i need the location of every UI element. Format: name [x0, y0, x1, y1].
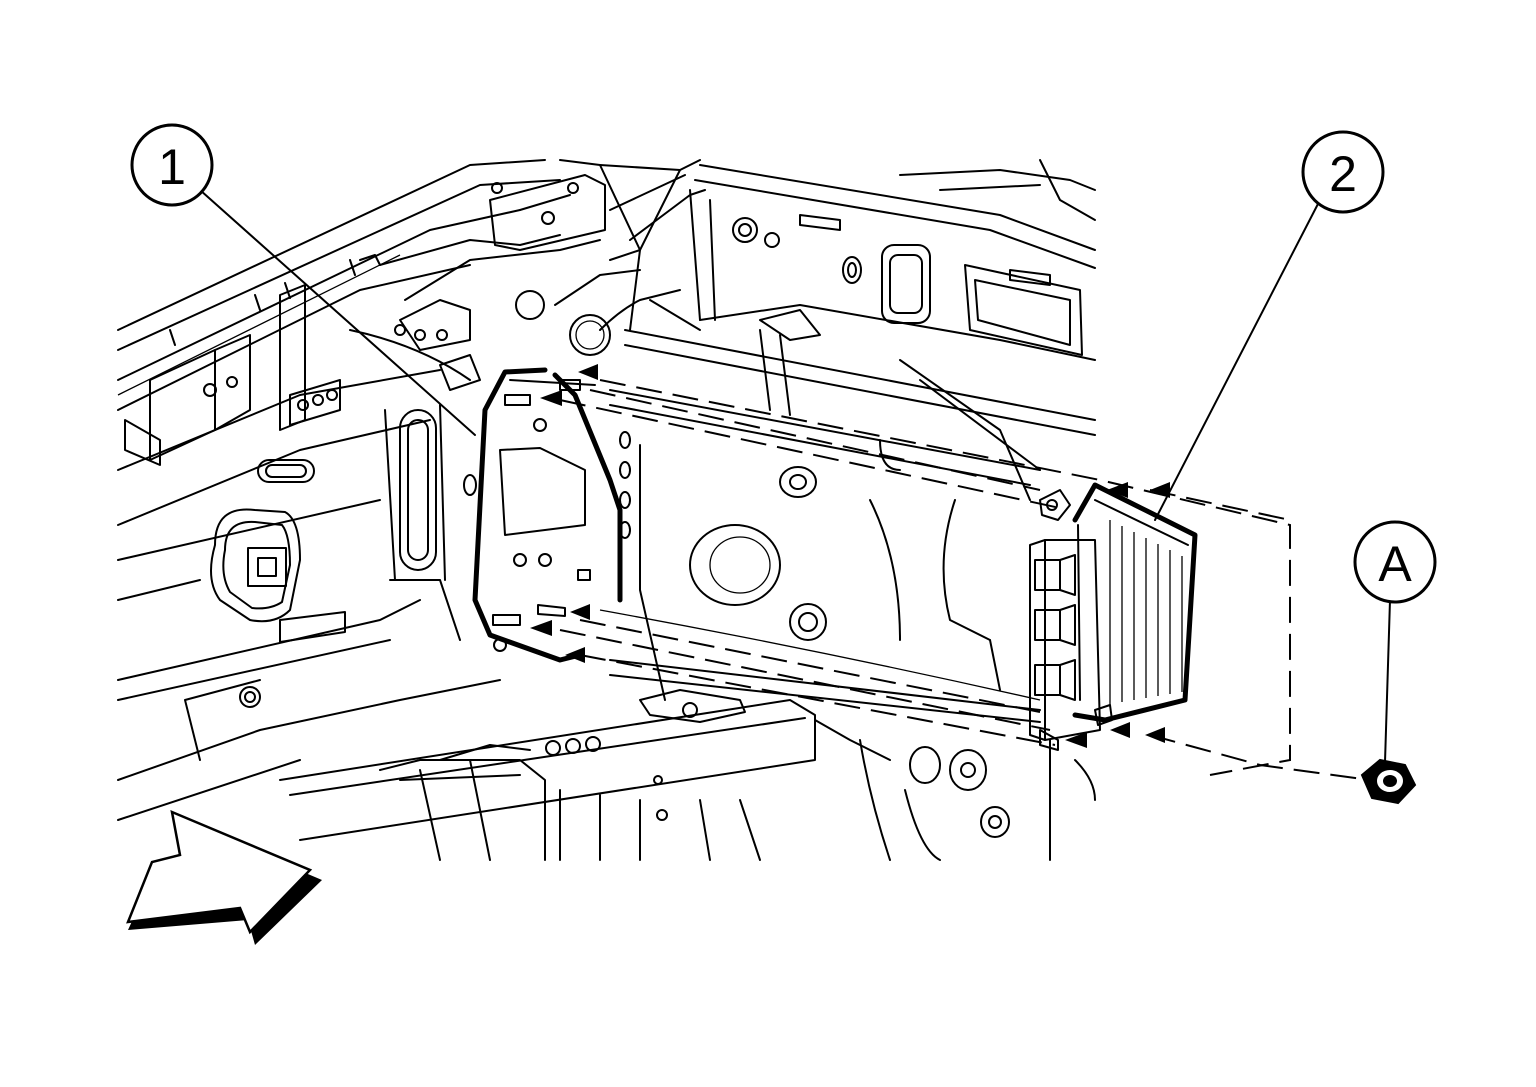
callout-1-label: 1: [158, 139, 186, 195]
leader-line-1: [199, 189, 476, 436]
callout-2-label: 2: [1329, 146, 1357, 202]
left-structure: [117, 404, 501, 821]
installation-guides: [530, 364, 1371, 781]
callout-1: 1: [130, 123, 214, 207]
lower-crossmember: [279, 689, 1096, 861]
callout-a-label: A: [1378, 536, 1412, 592]
leader-line-2: [1154, 199, 1321, 521]
callout-2: 2: [1301, 130, 1385, 214]
arrowheads: [530, 364, 1170, 748]
leader-line-a: [1384, 599, 1391, 763]
cowl-structure: [117, 159, 706, 526]
nut-icon: [1360, 758, 1417, 805]
module-fins: [1109, 520, 1183, 705]
bracket-1: [463, 367, 623, 663]
front-direction-arrow-icon: [126, 809, 322, 945]
callout-a: A: [1353, 520, 1437, 604]
module-2: [1029, 482, 1198, 751]
bulkhead-structure: [624, 159, 1096, 501]
